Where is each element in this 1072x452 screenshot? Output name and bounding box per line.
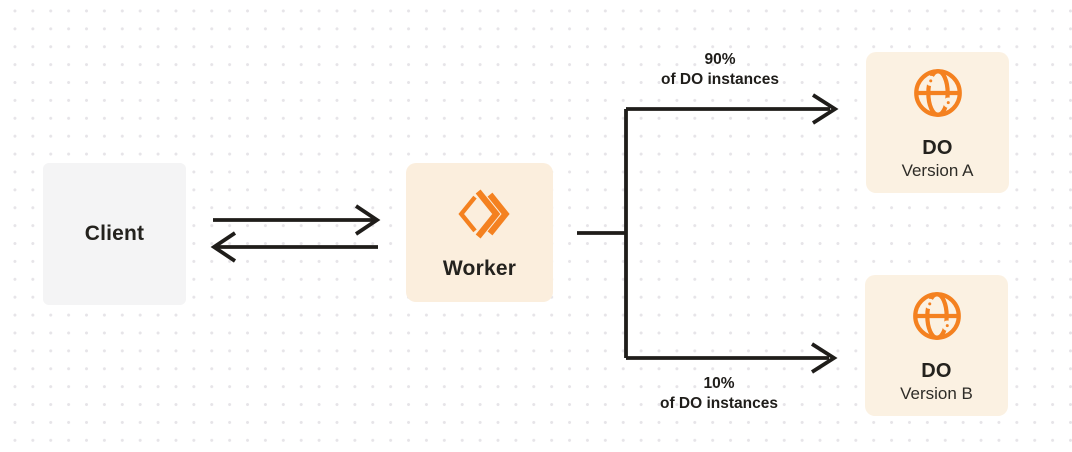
worker-label: Worker <box>442 257 517 280</box>
arrow-branch-to-do-b <box>626 342 838 374</box>
arrow-branch-to-do-a <box>626 93 839 125</box>
do-b-text: DO Version B <box>900 360 973 404</box>
branch-10-caption: of DO instances <box>660 395 778 412</box>
do-a-subtitle: Version A <box>901 161 974 180</box>
globe-icon <box>912 292 961 340</box>
arrow-client-to-worker <box>213 204 381 236</box>
do-b-subtitle: Version B <box>900 384 973 403</box>
do-version-a-node: DO Version A <box>866 52 1009 193</box>
worker-node: Worker <box>406 163 553 302</box>
do-b-title: DO <box>921 360 952 382</box>
branch-90-label: 90% of DO instances <box>610 50 830 90</box>
arrow-worker-to-client <box>210 231 378 263</box>
branch-10-label: 10% of DO instances <box>609 374 829 414</box>
workers-icon <box>457 189 510 239</box>
branch-90-caption: of DO instances <box>661 71 779 88</box>
do-a-title: DO <box>922 137 953 159</box>
do-a-text: DO Version A <box>902 137 974 181</box>
client-node: Client <box>43 163 186 305</box>
branch-90-percent: 90% <box>704 51 736 68</box>
client-label: Client <box>84 222 145 245</box>
branch-connector <box>577 109 628 358</box>
do-version-b-node: DO Version B <box>865 275 1008 416</box>
branch-10-percent: 10% <box>703 375 735 392</box>
globe-icon <box>913 69 962 117</box>
